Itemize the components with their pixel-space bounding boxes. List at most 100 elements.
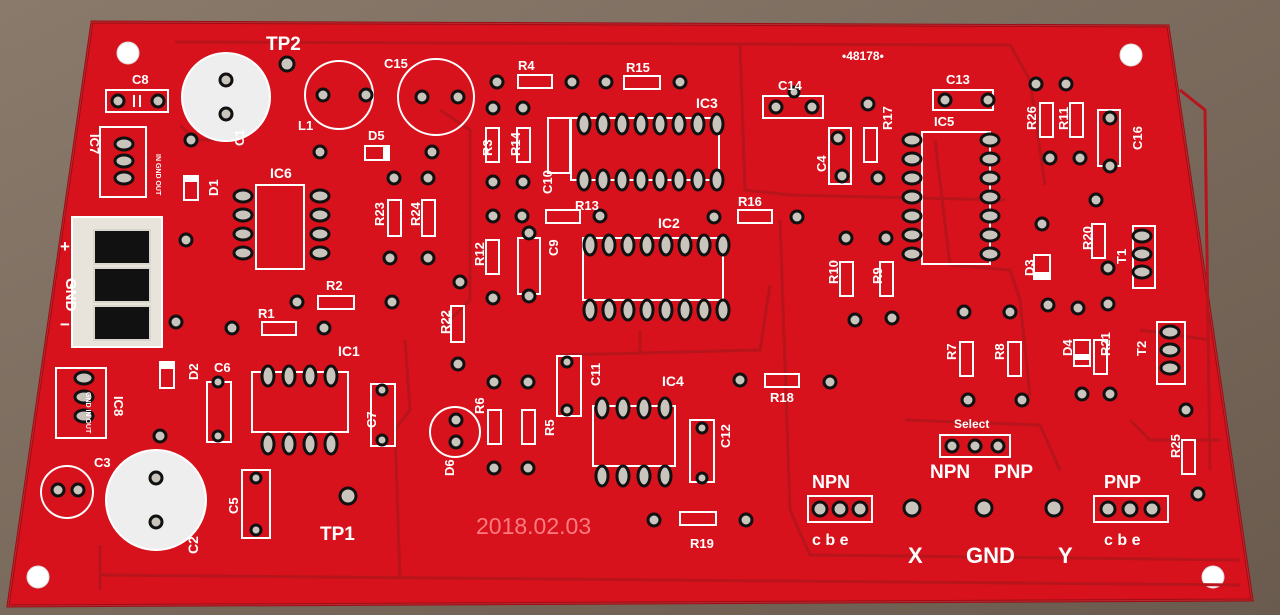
label-ic1: IC1 xyxy=(338,343,360,359)
ic-pin xyxy=(309,188,331,204)
mount-hole xyxy=(1119,43,1143,67)
label-ic8-pins: GND IN OUT xyxy=(84,392,91,434)
label-ic2: IC2 xyxy=(658,215,680,231)
ic-pin xyxy=(582,298,598,322)
ic-pin xyxy=(232,226,254,242)
label-r7: R7 xyxy=(944,343,959,360)
label-cbe-pnp: c b e xyxy=(1104,532,1141,549)
ic-pin xyxy=(709,112,725,136)
ic-pin xyxy=(302,432,318,456)
label-gnd-bottom: GND xyxy=(966,543,1015,568)
pads xyxy=(50,55,1206,537)
ic-pin xyxy=(979,227,1001,243)
label-minus: − xyxy=(60,315,70,334)
label-l1: L1 xyxy=(298,118,313,133)
label-c10: C10 xyxy=(540,170,555,194)
label-c13: C13 xyxy=(946,72,970,87)
label-r3: R3 xyxy=(480,139,495,156)
ic-pin xyxy=(696,233,712,257)
ic-pin xyxy=(601,233,617,257)
ic-pin xyxy=(302,364,318,388)
ic-pin xyxy=(73,370,95,386)
ic-pin xyxy=(615,396,631,420)
label-pnp-select: PNP xyxy=(994,462,1033,483)
label-npn-socket: NPN xyxy=(812,472,850,492)
label-r4: R4 xyxy=(518,58,535,73)
label-ic7-pins: IN GND OUT xyxy=(154,154,161,196)
label-r13: R13 xyxy=(575,198,599,213)
ic-pin xyxy=(595,112,611,136)
ic-pin xyxy=(636,464,652,488)
ic-pin xyxy=(576,168,592,192)
ic-pin xyxy=(639,298,655,322)
ic-pin xyxy=(901,132,923,148)
ic-pin xyxy=(232,188,254,204)
label-r22: R22 xyxy=(438,310,453,334)
label-r25: R25 xyxy=(1168,434,1183,458)
label-c5: C5 xyxy=(226,497,241,514)
label-ic4: IC4 xyxy=(662,373,684,389)
ic-pin xyxy=(636,396,652,420)
label-c2: C2 xyxy=(185,536,201,554)
ic-pin xyxy=(715,233,731,257)
ic-pin xyxy=(652,112,668,136)
ic-pin xyxy=(281,432,297,456)
ic-pin xyxy=(715,298,731,322)
label-r2: R2 xyxy=(326,278,343,293)
label-d6: D6 xyxy=(442,459,457,476)
label-npn-select: NPN xyxy=(930,462,970,483)
ic-pin xyxy=(901,208,923,224)
ic-pin xyxy=(260,364,276,388)
label-r10: R10 xyxy=(826,260,841,284)
ic-pin xyxy=(901,246,923,262)
ic-pin xyxy=(690,168,706,192)
ic-pin xyxy=(633,168,649,192)
ic-pin xyxy=(323,432,339,456)
capacitor-c2 xyxy=(105,449,207,551)
ic-pin xyxy=(309,245,331,261)
ic-pin xyxy=(73,408,95,424)
label-r1: R1 xyxy=(258,306,275,321)
ic-pin xyxy=(979,208,1001,224)
ic-pin xyxy=(671,112,687,136)
ic-pin xyxy=(113,170,135,186)
label-d5: D5 xyxy=(368,128,385,143)
mount-hole xyxy=(116,41,140,65)
label-d1: D1 xyxy=(206,179,221,196)
label-c6: C6 xyxy=(214,360,231,375)
ic-pin xyxy=(620,298,636,322)
ic-pin xyxy=(1159,324,1181,340)
label-r20: R20 xyxy=(1080,226,1095,250)
capacitor-c1 xyxy=(181,52,271,142)
ic-pin xyxy=(594,464,610,488)
silk-labels: TP2 C8 C1 L1 C15 D5 R4 R15 IC3 R3 R14 C1… xyxy=(60,34,1183,568)
label-gnd-terminal: GND xyxy=(62,278,79,312)
label-r14: R14 xyxy=(508,131,523,156)
label-select: Select xyxy=(954,417,989,431)
label-c16: C16 xyxy=(1130,126,1145,150)
mount-hole xyxy=(1201,565,1225,589)
ic-pin xyxy=(979,246,1001,262)
label-c4: C4 xyxy=(814,155,829,172)
label-c9: C9 xyxy=(546,239,561,256)
label-plus: + xyxy=(60,237,70,256)
ic-pin xyxy=(901,170,923,186)
ic-pin xyxy=(901,227,923,243)
label-ic7: IC7 xyxy=(87,134,102,154)
label-d4: D4 xyxy=(1060,339,1075,356)
label-r15: R15 xyxy=(626,60,650,75)
label-r5: R5 xyxy=(542,419,557,436)
label-pnp-socket: PNP xyxy=(1104,472,1141,492)
ic-pin xyxy=(614,112,630,136)
ic-pin xyxy=(614,168,630,192)
ic-pin xyxy=(1159,360,1181,376)
label-r8: R8 xyxy=(992,343,1007,360)
label-tp2: TP2 xyxy=(266,34,301,55)
ic-pin xyxy=(658,233,674,257)
ic-pin xyxy=(576,112,592,136)
traces xyxy=(98,40,1241,590)
ic-pin xyxy=(260,432,276,456)
label-ic8: IC8 xyxy=(111,396,126,416)
label-c3: C3 xyxy=(94,455,111,470)
label-c1: C1 xyxy=(232,129,247,146)
